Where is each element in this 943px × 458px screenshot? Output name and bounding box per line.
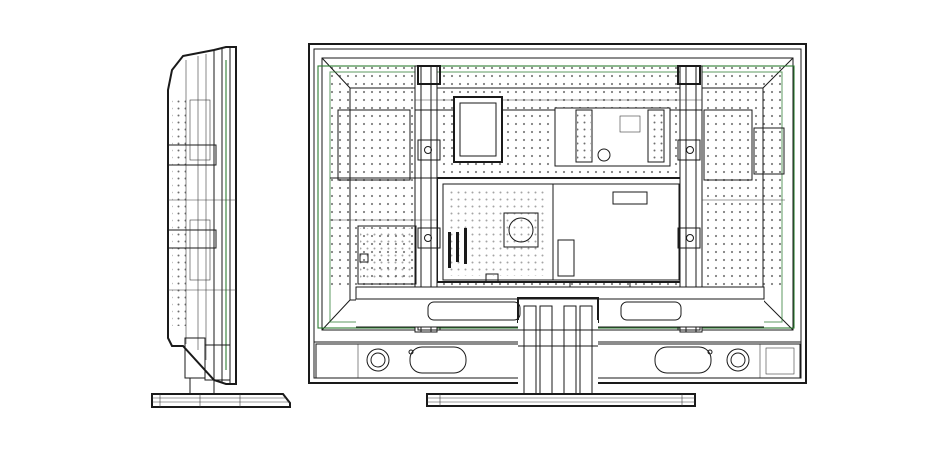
rear-view (308, 43, 807, 407)
side-view (151, 46, 291, 408)
